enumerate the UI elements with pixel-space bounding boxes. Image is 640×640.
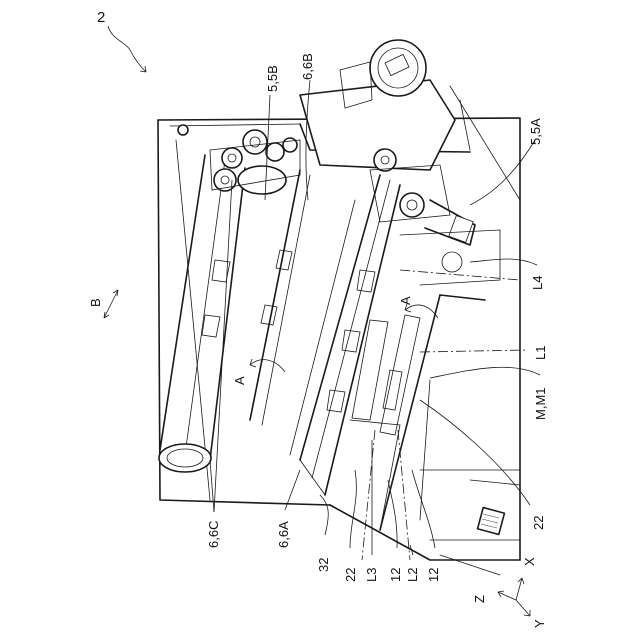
label-12-b: 12 [426, 568, 441, 582]
axis-z-label: Z [472, 595, 487, 603]
motor-unit-5a [300, 40, 500, 285]
axis-x-label: X [522, 557, 537, 566]
label-5-5b: 5,5B [265, 65, 280, 92]
label-l4: L4 [530, 276, 545, 290]
figure-number-leader [108, 26, 146, 72]
direction-b-arrow [104, 290, 118, 318]
label-l3: L3 [364, 568, 379, 582]
roller-6a [290, 175, 400, 495]
line-l1 [420, 350, 528, 352]
label-6-6b: 6,6B [300, 53, 315, 80]
coordinate-axes [498, 578, 530, 616]
label-a-1: A [232, 376, 247, 385]
label-5-5a: 5,5A [528, 118, 543, 145]
figure-number: 2 [97, 9, 105, 26]
roller-6c [159, 155, 286, 472]
axis-y-label: Y [532, 619, 547, 628]
label-m-m1: M,M1 [533, 388, 548, 421]
label-22-a: 22 [343, 568, 358, 582]
line-l3 [362, 430, 375, 560]
roller-6b [250, 170, 310, 425]
label-l1: L1 [533, 346, 548, 360]
label-12-a: 12 [388, 568, 403, 582]
label-22-b: 22 [531, 516, 546, 530]
label-l2: L2 [405, 568, 420, 582]
label-6-6c: 6,6C [206, 521, 221, 548]
media-tray [350, 295, 520, 534]
label-b: B [88, 298, 103, 307]
line-l2 [398, 430, 410, 560]
label-32: 32 [316, 558, 331, 572]
label-a-2: A [398, 296, 413, 305]
line-l4 [400, 270, 520, 280]
arrow-a-1 [250, 359, 285, 372]
label-6-6a: 6,6A [276, 521, 291, 548]
